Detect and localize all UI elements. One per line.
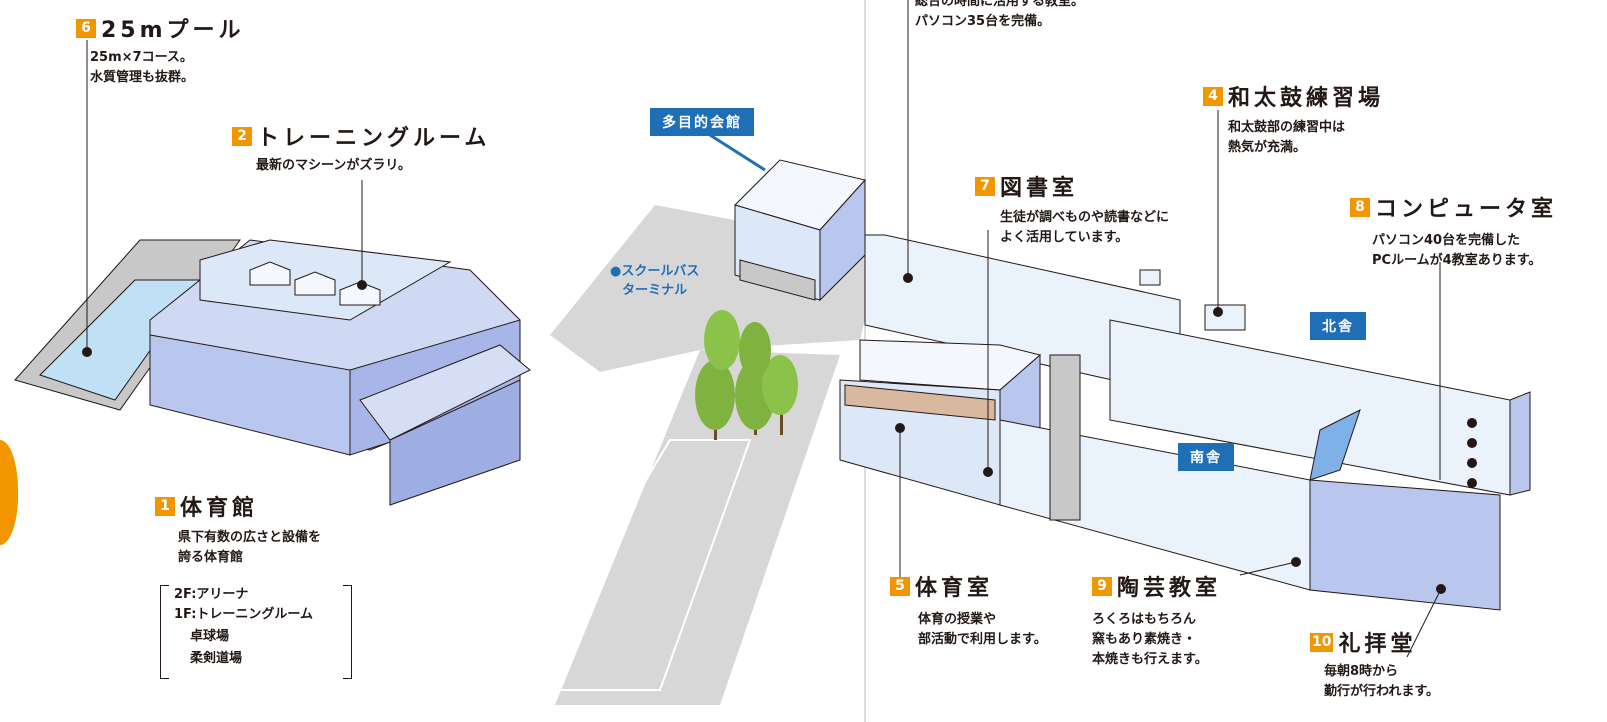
facility-title: 体育室 [915, 576, 994, 601]
facility-number: 4 [1203, 86, 1223, 106]
facility-desc-line: パソコン40台を完備した [1372, 233, 1521, 248]
facility-desc-line: 体育の授業や [918, 612, 997, 627]
facility-number: 7 [975, 176, 995, 196]
facility-desc-line: 毎朝8時から [1324, 664, 1399, 679]
facility-number: 2 [232, 126, 252, 146]
facility-desc-line: 生徒が調べものや読書などに [1000, 210, 1170, 225]
gym-building [14, 239, 531, 506]
top-partial-desc-line2: パソコン35台を完備。 [915, 14, 1051, 29]
facility-desc-line: 25m×7コース。 [90, 50, 193, 65]
facility-desc-line: 勤行が行われます。 [1324, 684, 1440, 699]
facility-desc-line: 本焼きも行えます。 [1092, 652, 1208, 667]
facility-desc-line: PCルームが4教室あります。 [1372, 253, 1542, 268]
top-partial-desc: 総合の時間に活用する教室。 パソコン35台を完備。 [915, 0, 1084, 32]
facility-desc-line: 最新のマシーンがズラリ。 [256, 158, 411, 173]
bus-terminal-label: ●スクールバス ターミナル [610, 262, 699, 300]
floor-item: 1F:トレーニングルーム [174, 607, 314, 622]
facility-number: 6 [76, 18, 96, 38]
facility-title: 礼拝堂 [1338, 632, 1417, 657]
tag-multipurpose-hall: 多目的会館 [650, 108, 754, 136]
facility-number: 1 [155, 496, 175, 516]
bus-marker-icon: ● [610, 264, 622, 279]
facility-title: コンピュータ室 [1375, 197, 1558, 222]
tag-south-building: 南舎 [1178, 443, 1234, 471]
facility-desc-line: 和太鼓部の練習中は [1228, 120, 1346, 135]
facility-desc-line: 県下有数の広さと設備を [178, 530, 322, 545]
bus-terminal-line1: スクールバス [621, 264, 700, 279]
facility-desc-line: 熱気が充満。 [1228, 140, 1307, 155]
facility-title: 陶芸教室 [1117, 576, 1222, 601]
trees [695, 310, 798, 440]
multipurpose-hall [734, 159, 866, 302]
top-partial-desc-line1: 総合の時間に活用する教室。 [915, 0, 1085, 9]
facility-desc-line: 窯もあり素焼き・ [1092, 632, 1197, 647]
facility-title: トレーニングルーム [257, 126, 491, 151]
page-tab [0, 440, 19, 546]
facility-number: 5 [890, 576, 910, 596]
facility-title: 25mプール [101, 18, 245, 43]
school-buildings [839, 234, 1531, 611]
facility-number: 9 [1092, 576, 1112, 596]
bus-terminal-line2: ターミナル [622, 283, 688, 298]
facility-desc-line: 誇る体育館 [178, 550, 244, 565]
facility-title: 図書室 [1000, 176, 1079, 201]
parking-lot [428, 429, 752, 691]
floor-item: 卓球場 [190, 629, 230, 644]
facility-title: 体育館 [180, 496, 259, 521]
tag-north-building: 北舎 [1310, 312, 1366, 340]
facility-number: 10 [1310, 632, 1334, 652]
gym-floor-list: 2F:アリーナ 1F:トレーニングルーム 卓球場 柔剣道場 [160, 585, 352, 679]
leader-dots [82, 273, 1477, 594]
facility-desc-line: ろくろはもちろん [1092, 612, 1197, 627]
facility-desc-line: 水質管理も抜群。 [90, 70, 195, 85]
floor-item: 柔剣道場 [190, 651, 243, 666]
facility-number: 8 [1350, 197, 1370, 217]
facility-desc-line: よく活用しています。 [1000, 230, 1129, 245]
hall-pointer [709, 133, 766, 172]
leader-lines [86, 0, 1442, 658]
floor-item: 2F:アリーナ [174, 587, 249, 602]
facility-desc-line: 部活動で利用します。 [918, 632, 1047, 647]
facility-title: 和太鼓練習場 [1228, 86, 1385, 111]
